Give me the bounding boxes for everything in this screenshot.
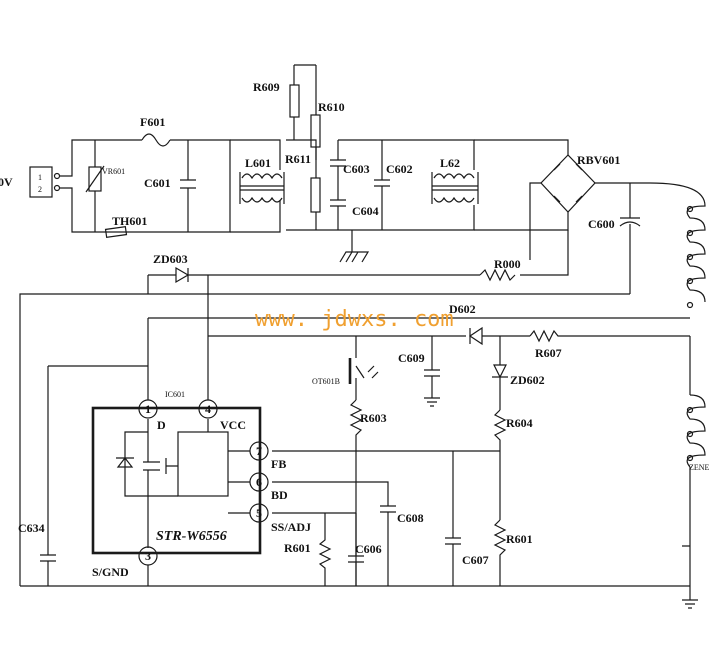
resistor-r609 [289,84,300,118]
capacitor-c634 [40,365,148,586]
pin-gnd-label: S/GND [92,565,129,579]
vr601-label: VR601 [102,167,125,176]
connector-pin1-label: 1 [38,173,42,182]
pin-6-number: 6 [256,475,262,489]
thermistor-th601 [104,225,128,239]
rbv601-label: RBV601 [577,153,620,167]
r607-label: R607 [535,346,562,360]
connector-pin2-label: 2 [38,185,42,194]
r603-label: R603 [360,411,387,425]
input-top-wire [95,139,231,233]
d602-label: D602 [449,302,476,316]
capacitor-c607 [445,451,461,586]
r604-label: R604 [506,416,533,430]
zene-label: ZENE [689,463,710,472]
r000-label: R000 [494,257,521,271]
c634-label: C634 [18,521,45,535]
fuse-f601 [141,133,171,147]
pin-bd-label: BD [271,488,288,502]
resistor-r601-right [493,519,507,586]
zd603-label: ZD603 [153,252,188,266]
ic-pin-6 [249,472,269,492]
bleeder-network [286,64,321,160]
capacitor-c602 [374,140,390,230]
capacitor-c600 [619,183,641,294]
zener-zd602 [492,336,508,410]
diode-d602 [208,326,530,346]
l601-label: L601 [245,156,271,170]
capacitor-c609 [424,336,440,407]
capacitor-c606 [348,513,364,586]
inductor-l62 [428,139,479,231]
frame-wire-top [19,275,630,586]
pin-4-number: 4 [205,402,211,416]
chip-part-number: STR-W6556 [156,529,227,544]
varistor-vr601 [85,140,105,232]
pin-vcc-label: VCC [220,418,246,432]
pin-7-number: 7 [256,444,262,458]
input-voltage-label: 0V [0,175,13,189]
c604-label: C604 [352,204,379,218]
ic-pin-5 [249,503,269,523]
c601-label: C601 [144,176,171,190]
frame-wire-drain [147,317,690,400]
optocoupler-ot601b [348,336,379,400]
ic601-label: IC601 [165,390,185,399]
c600-label: C600 [588,217,615,231]
zd602-label: ZD602 [510,373,545,387]
input-connector [29,139,95,233]
ic-pin-1 [138,399,158,419]
l62-label: L62 [440,156,460,170]
resistor-r611 [286,160,338,231]
c606-label: C606 [355,542,382,556]
pin-5-number: 5 [256,506,262,520]
zener-zd603 [148,230,569,284]
th601-label: TH601 [112,214,147,228]
pin-d-label: D [157,418,166,432]
capacitor-c608 [272,481,396,586]
inductor-l601 [230,139,285,233]
c603-label: C603 [343,162,370,176]
f601-label: F601 [140,115,165,129]
r610-label: R610 [318,100,345,114]
ic-pin-4 [198,399,218,419]
pin-fb-label: FB [271,457,286,471]
ic-pin-7 [249,441,269,461]
c609-label: C609 [398,351,425,365]
c602-label: C602 [386,162,413,176]
pin-1-number: 1 [145,402,151,416]
r601-left-label: R601 [284,541,311,555]
transformer-primary [649,182,706,309]
r611-label: R611 [285,152,311,166]
resistor-r603 [349,399,363,586]
c607-label: C607 [462,553,489,567]
ic-str-w6556 [91,406,262,555]
ot601b-label: OT601B [312,377,340,386]
r601-right-label: R601 [506,532,533,546]
resistor-r607 [529,329,690,343]
capacitor-c603-c604 [330,139,428,263]
resistor-r601-left [318,513,332,586]
capacitor-c601 [180,140,196,232]
resistor-r604 [493,409,507,520]
bridge-rectifier-rbv601 [474,139,650,260]
transformer-secondary [682,336,706,609]
r609-label: R609 [253,80,280,94]
c608-label: C608 [397,511,424,525]
resistor-r000 [479,268,516,282]
pin-3-number: 3 [145,549,151,563]
pin-ss-label: SS/ADJ [271,520,311,534]
watermark: www. jdwxs. com [255,307,454,332]
